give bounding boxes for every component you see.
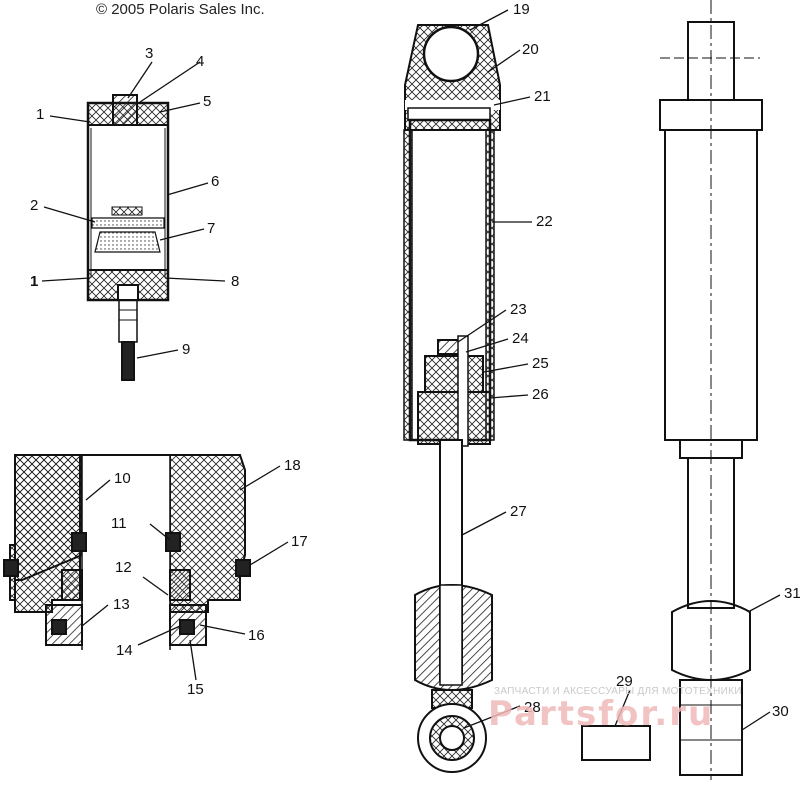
callout-1-bottom: 1 [30, 273, 39, 290]
callout-18: 18 [284, 457, 301, 474]
callout-27: 27 [510, 503, 527, 520]
callout-2: 2 [30, 197, 39, 214]
callout-10: 10 [114, 470, 131, 487]
callout-5: 5 [203, 93, 212, 110]
leader-lines [41, 9, 781, 731]
callout-31: 31 [784, 585, 800, 602]
callout-26: 26 [532, 386, 549, 403]
callout-28: 28 [524, 699, 541, 716]
part-29-shape [581, 725, 651, 761]
seal-head-section [3, 454, 251, 755]
callout-7: 7 [207, 220, 216, 237]
callout-1-top: 1 [36, 106, 45, 123]
callout-12: 12 [115, 559, 132, 576]
callout-9: 9 [182, 341, 191, 358]
callout-8: 8 [231, 273, 240, 290]
callout-21: 21 [534, 88, 551, 105]
callout-29: 29 [616, 673, 633, 690]
callout-30: 30 [772, 703, 789, 720]
callout-22: 22 [536, 213, 553, 230]
shock-cross-section [403, 24, 501, 773]
callout-6: 6 [211, 173, 220, 190]
callout-20: 20 [522, 41, 539, 58]
callout-17: 17 [291, 533, 308, 550]
callout-14: 14 [116, 642, 133, 659]
callout-19: 19 [513, 1, 530, 18]
callout-24: 24 [512, 330, 529, 347]
shock-exterior [659, 0, 763, 780]
callout-11: 11 [111, 515, 127, 532]
callout-25: 25 [532, 355, 549, 372]
reservoir-assembly [86, 94, 170, 381]
watermark-tagline: ЗАПЧАСТИ И АКСЕССУАРЫ ДЛЯ МОТОТЕХНИКИ [494, 686, 742, 697]
callout-13: 13 [113, 596, 130, 613]
copyright-text: © 2005 Polaris Sales Inc. [96, 1, 265, 18]
callout-16: 16 [248, 627, 265, 644]
callout-15: 15 [187, 681, 204, 698]
callout-23: 23 [510, 301, 527, 318]
callout-3: 3 [145, 45, 154, 62]
callout-4: 4 [196, 53, 205, 70]
watermark-brand: Partsfor.ru [488, 694, 715, 734]
